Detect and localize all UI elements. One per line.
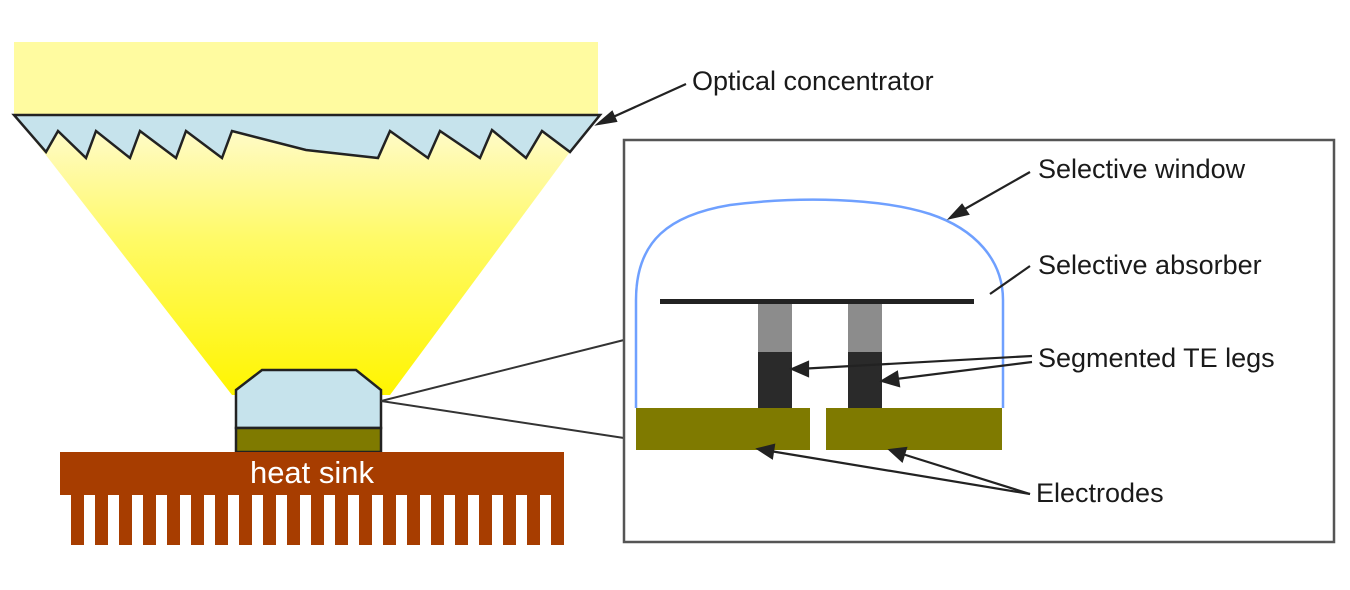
label-electrodes: Electrodes [1036,478,1164,508]
electrode-right [826,408,1002,450]
zoom-line-top [380,339,625,402]
electrode-left [636,408,810,450]
arrowhead-selective-window [946,203,970,220]
arrowhead-te-leg-left [789,360,810,378]
arrow-electrode-left [763,448,1031,496]
sunlight-area [14,42,598,116]
zoom-line-bottom [380,400,625,439]
label-selective-window: Selective window [1038,154,1246,184]
arrowhead-electrode-left [755,443,776,460]
receiver-dome [234,368,383,430]
annotation-arrows [594,82,1033,496]
arrow-selective-absorber [989,265,1031,295]
heat-sink [60,452,564,545]
optical-concentrator-lens [11,113,603,161]
detail-inset-frame [622,138,1336,544]
receiver-electrode-layer [234,426,383,454]
arrow-optical-concentrator [601,82,687,124]
arrow-te-leg-right [887,360,1033,382]
arrowhead-te-leg-right [879,370,901,388]
te-leg-right-upper-segment [848,304,882,352]
label-segmented-te-legs: Segmented TE legs [1038,343,1275,373]
te-leg-left-upper-segment [758,304,792,352]
arrowhead-optical-concentrator [594,110,618,126]
arrow-te-leg-left [797,354,1033,371]
te-leg-left-lower-segment [758,352,792,408]
concentrated-light-beam [14,114,598,395]
selective-absorber [660,299,974,304]
arrow-selective-window [955,171,1031,215]
label-selective-absorber: Selective absorber [1038,250,1262,280]
heat-sink-label: heat sink [250,455,375,490]
te-leg-right-lower-segment [848,352,882,408]
arrowhead-electrode-right [887,446,908,463]
label-optical-concentrator: Optical concentrator [692,66,934,96]
selective-window [634,198,1005,408]
arrow-electrode-right [895,450,1031,496]
